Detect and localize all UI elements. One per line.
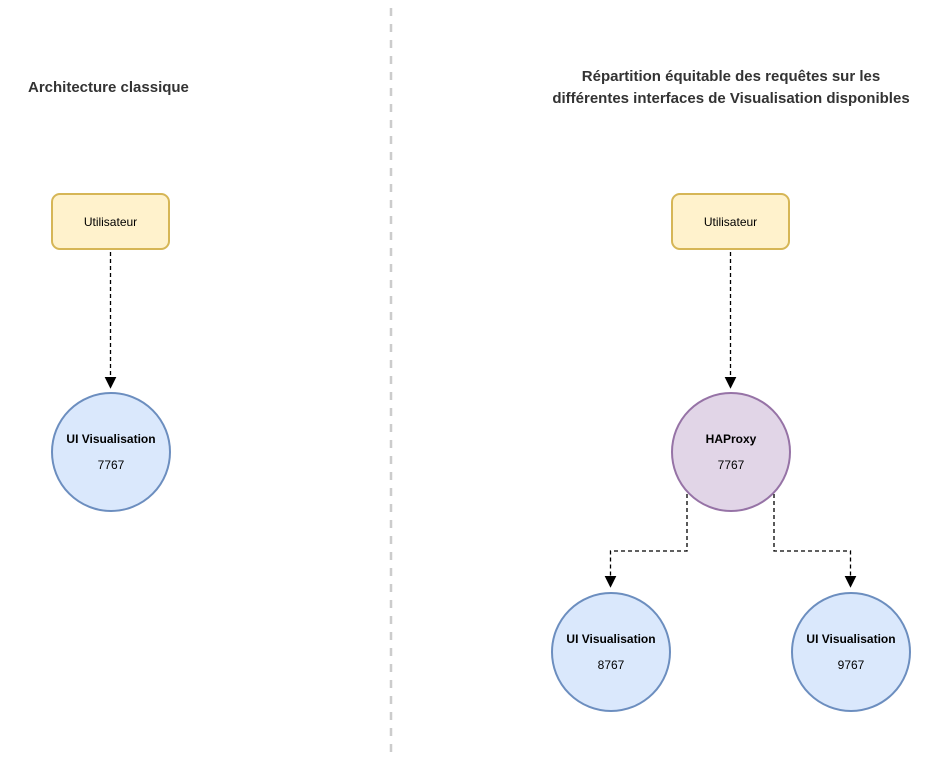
ui-node-7767-port: 7767 xyxy=(97,458,125,472)
user-box-left-label: Utilisateur xyxy=(83,214,138,229)
ui-node-9767-label: UI Visualisation xyxy=(806,632,896,646)
ui-node-9767-port: 9767 xyxy=(837,658,865,672)
user-box-right-label: Utilisateur xyxy=(703,214,758,229)
haproxy-node: HAProxy 7767 xyxy=(671,392,791,512)
user-box-left: Utilisateur xyxy=(51,193,170,250)
ui-node-7767: UI Visualisation 7767 xyxy=(51,392,171,512)
left-panel-title: Architecture classique xyxy=(28,79,189,96)
right-panel-title-line1: Répartition équitable des requêtes sur l… xyxy=(581,68,881,85)
ui-node-8767: UI Visualisation 8767 xyxy=(551,592,671,712)
arrow-haproxy-to-ui-8767 xyxy=(604,494,688,588)
ui-node-7767-label: UI Visualisation xyxy=(66,432,156,446)
haproxy-node-port: 7767 xyxy=(717,458,745,472)
ui-node-8767-port: 8767 xyxy=(597,658,625,672)
right-panel-title-line2: différentes interfaces de Visualisation … xyxy=(552,90,910,107)
user-box-right: Utilisateur xyxy=(671,193,790,250)
haproxy-node-label: HAProxy xyxy=(705,432,757,446)
right-panel-title: Répartition équitable des requêtes sur l… xyxy=(521,66,941,110)
ui-node-8767-label: UI Visualisation xyxy=(566,632,656,646)
arrow-haproxy-to-ui-9767 xyxy=(773,494,857,588)
ui-node-9767: UI Visualisation 9767 xyxy=(791,592,911,712)
